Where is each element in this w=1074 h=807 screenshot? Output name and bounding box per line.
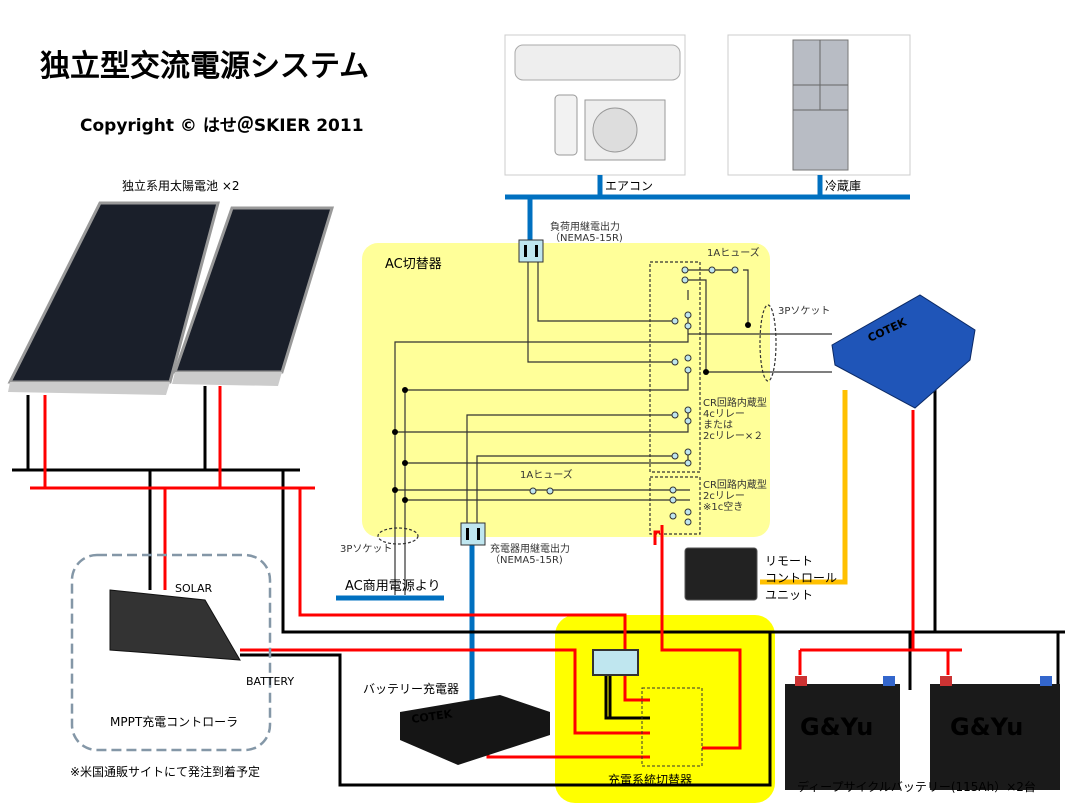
- aircon-label: エアコン: [605, 179, 653, 193]
- ac-load-bus: [336, 175, 910, 700]
- svg-text:COTEK: COTEK: [411, 707, 454, 726]
- relay-label: ※1c空き: [703, 500, 743, 513]
- socket-label: 3Pソケット: [778, 305, 830, 317]
- ac-mains-label: AC商用電源より: [345, 579, 440, 594]
- negative-wires: [12, 380, 1065, 787]
- charge-switch-label: 充電系統切替器: [608, 772, 692, 787]
- mppt-label: MPPT充電コントローラ: [110, 714, 238, 729]
- fridge-label: 冷蔵庫: [825, 179, 861, 193]
- solar-panel-1: [7, 201, 220, 395]
- solar-terminal-label: SOLAR: [175, 582, 213, 595]
- remote-cable: [760, 390, 848, 585]
- charge-switch-relay: [592, 649, 703, 767]
- battery-1: G&Yu: [785, 676, 900, 790]
- relay-label: 2cリレー: [703, 491, 745, 502]
- relay-label: 2cリレー×２: [703, 431, 763, 442]
- page-title: 独立型交流電源システム: [40, 49, 369, 84]
- load-outlet-type: （NEMA5-15R): [550, 232, 623, 244]
- battery-charger: COTEK: [400, 695, 550, 765]
- remote-label: リモート: [765, 554, 813, 568]
- solar-panel-2: [172, 206, 335, 386]
- svg-text:G&Yu: G&Yu: [950, 713, 1023, 741]
- remote-label: ユニット: [765, 588, 813, 602]
- fridge-image: [727, 34, 911, 176]
- mppt-controller: [109, 589, 241, 661]
- load-outlet: [518, 239, 544, 263]
- relay-label: CR回路内蔵型: [703, 396, 767, 409]
- battery-label: ディープサイクルバッテリー(115Ah）×2台: [797, 779, 1036, 794]
- charger-outlet-type: （NEMA5-15R): [490, 554, 563, 566]
- load-outlet-label: 負荷用継電出力: [550, 220, 620, 233]
- socket-label: 3Pソケット: [340, 543, 392, 555]
- relay-contacts: [529, 266, 739, 526]
- junction-dots: [392, 322, 751, 503]
- charger-label: バッテリー充電器: [363, 681, 459, 696]
- ac-switch-label: AC切替器: [385, 257, 442, 272]
- relay-label: 4cリレー: [703, 409, 745, 420]
- mppt-note: ※米国通販サイトにて発注到着予定: [70, 764, 260, 779]
- battery-terminal-label: BATTERY: [246, 675, 294, 688]
- inverter: COTEK: [831, 294, 976, 409]
- solar-label: 独立系用太陽電池 ×2: [122, 178, 240, 193]
- charger-outlet: [460, 522, 486, 546]
- fuse-label: 1Aヒューズ: [520, 468, 573, 481]
- mppt-enclosure: [70, 553, 272, 752]
- charger-outlet-label: 充電器用継電出力: [490, 542, 570, 555]
- positive-wires: [30, 386, 962, 759]
- relay-label: または: [703, 419, 733, 431]
- copyright: Copyright © はせ＠SKIER 2011: [80, 115, 364, 136]
- svg-text:G&Yu: G&Yu: [800, 713, 873, 741]
- aircon-image: [504, 34, 686, 176]
- relay-label: CR回路内蔵型: [703, 478, 767, 491]
- fuse-label: 1Aヒューズ: [707, 246, 760, 259]
- remote-control-unit: [684, 547, 758, 601]
- battery-2: G&Yu: [930, 676, 1060, 790]
- remote-label: コントロール: [765, 571, 837, 585]
